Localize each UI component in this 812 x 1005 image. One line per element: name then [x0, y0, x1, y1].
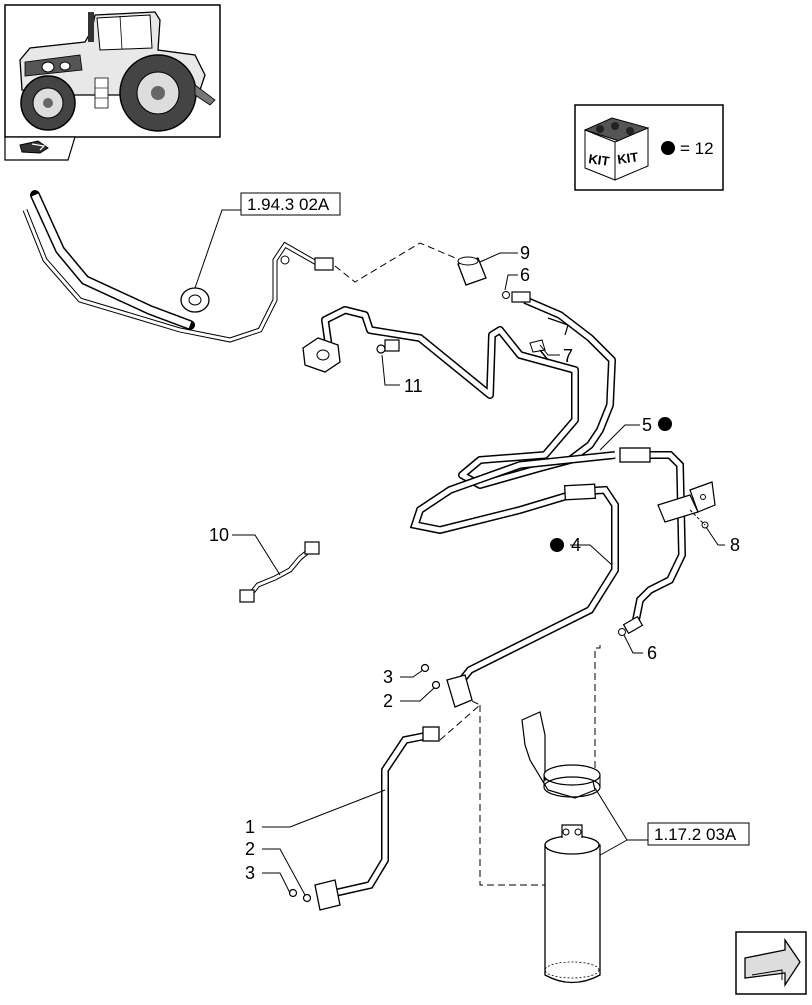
part-9-fitting [457, 256, 487, 286]
next-page-arrow-icon[interactable] [735, 931, 807, 995]
reference-bottom[interactable]: 1.17.2 03A [594, 787, 750, 859]
callout-3-lower[interactable]: 3 [245, 863, 255, 883]
hose-4 [446, 483, 619, 708]
part-8-bracket [657, 481, 716, 529]
part-6-lower [618, 615, 644, 636]
callout-10[interactable]: 10 [209, 525, 229, 545]
callout-1[interactable]: 1 [245, 817, 255, 837]
hose-5 [409, 447, 687, 626]
compressor-hose-assembly [22, 190, 334, 343]
catalog-arrow-icon[interactable] [19, 140, 49, 154]
callout-3-upper[interactable]: 3 [383, 667, 393, 687]
seals-lower [288, 888, 312, 903]
upper-hose-loop [302, 296, 616, 489]
callout-8[interactable]: 8 [730, 535, 740, 555]
part-7-clip [529, 317, 569, 361]
leader-lines [232, 252, 725, 896]
seals-upper [420, 663, 441, 690]
kit-marker-5 [658, 417, 672, 431]
kit-marker-4 [550, 538, 564, 552]
reference-bottom-label: 1.17.2 03A [654, 825, 737, 844]
reference-top-label: 1.94.3 02A [247, 195, 330, 214]
callout-6-upper[interactable]: 6 [520, 265, 530, 285]
callout-11[interactable]: 11 [404, 376, 423, 396]
part-6-upper [502, 291, 531, 303]
hose-1 [314, 726, 440, 911]
tractor-thumbnail-icon[interactable] [4, 4, 221, 161]
kit-box-icon: KIT KIT [583, 117, 650, 181]
callout-5[interactable]: 5 [642, 415, 652, 435]
receiver-drier [521, 711, 601, 984]
kit-label-right: KIT [616, 149, 639, 167]
callout-9[interactable]: 9 [520, 243, 530, 263]
callout-6-lower[interactable]: 6 [647, 643, 657, 663]
kit-dot-icon [661, 141, 675, 155]
callout-7[interactable]: 7 [563, 346, 573, 366]
callout-4[interactable]: 4 [571, 535, 581, 555]
kit-box: KIT KIT = 12 [574, 104, 724, 191]
callout-2-lower[interactable]: 2 [245, 839, 255, 859]
kit-note: = 12 [680, 139, 714, 158]
part-10-harness [239, 541, 320, 603]
kit-label-left: KIT [588, 151, 611, 169]
callout-2-upper[interactable]: 2 [383, 691, 393, 711]
reference-top[interactable]: 1.94.3 02A [194, 192, 341, 289]
